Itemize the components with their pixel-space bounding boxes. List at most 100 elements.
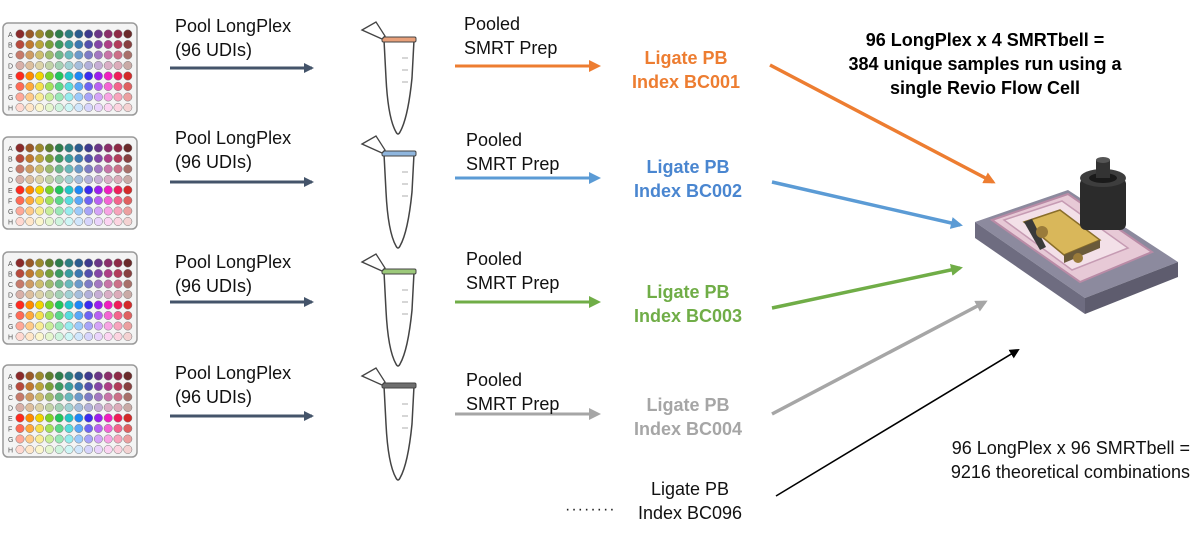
- plate-well: [15, 143, 25, 153]
- plate-row-label: E: [8, 303, 13, 310]
- plate-well: [44, 290, 54, 299]
- plate-well: [123, 29, 133, 39]
- plate-well: [93, 403, 103, 412]
- plate-well: [113, 434, 123, 444]
- prep-label-line2: SMRT Prep: [466, 273, 560, 293]
- plate-well: [113, 103, 123, 112]
- plate-well: [123, 71, 133, 81]
- plate-well: [113, 92, 123, 102]
- prep-label-line1: Pooled: [464, 14, 521, 34]
- plate-well: [15, 403, 25, 412]
- plate-well: [123, 424, 133, 433]
- plate-well: [25, 392, 35, 402]
- plate-well: [44, 371, 54, 381]
- plate-well: [15, 290, 25, 299]
- plate-row-label: H: [8, 448, 13, 455]
- plate-well: [93, 424, 103, 433]
- plate-well: [103, 371, 113, 381]
- plate-row-label: C: [8, 53, 13, 60]
- plate-well: [74, 413, 84, 423]
- plate-well: [35, 50, 45, 60]
- plate-well: [84, 185, 94, 195]
- plate-well: [64, 61, 74, 70]
- plate-well: [123, 175, 133, 184]
- plate-well: [123, 206, 133, 216]
- pool-label-4: Pool LongPlex (96 UDIs): [175, 361, 291, 409]
- plate-well: [84, 321, 94, 331]
- summary-line3: single Revio Flow Cell: [889, 78, 1081, 98]
- plate-well: [74, 445, 84, 454]
- plate-well: [54, 196, 64, 205]
- plate-well: [113, 258, 123, 268]
- plate-well: [74, 217, 84, 226]
- plate-well: [84, 445, 94, 454]
- plate-well: [15, 29, 25, 39]
- plate-well: [25, 143, 35, 153]
- plate-well: [113, 40, 123, 49]
- plate-well: [74, 61, 84, 70]
- plate-row-label: H: [8, 106, 13, 113]
- prep-label-line2: SMRT Prep: [466, 154, 560, 174]
- plate-well: [113, 206, 123, 216]
- plate-well: [54, 332, 64, 341]
- plate-well: [35, 143, 45, 153]
- prep-label-1: Pooled SMRT Prep: [464, 12, 557, 60]
- plate-well: [84, 164, 94, 174]
- plate-well: [64, 50, 74, 60]
- plate-well: [15, 321, 25, 331]
- plate-well: [123, 82, 133, 91]
- ligate-label-line2: Index BC003: [633, 306, 743, 326]
- plate-well: [44, 185, 54, 195]
- ligate-label-3: Ligate PB Index BC003: [618, 280, 758, 328]
- plate-well: [25, 103, 35, 112]
- plate-well: [35, 217, 45, 226]
- plate-well: [93, 279, 103, 289]
- plate-well: [25, 279, 35, 289]
- plate-well: [35, 196, 45, 205]
- plate-well: [64, 321, 74, 331]
- plate-well: [113, 332, 123, 341]
- plate-well: [54, 413, 64, 423]
- plate-well: [15, 258, 25, 268]
- ligate-label-line2: Index BC001: [631, 72, 741, 92]
- plate-well: [123, 413, 133, 423]
- pool-label-line1: Pool LongPlex: [175, 252, 292, 272]
- plate-well: [74, 164, 84, 174]
- plate-well: [44, 103, 54, 112]
- plate-well: [103, 206, 113, 216]
- plate-well: [93, 196, 103, 205]
- plate-well: [123, 434, 133, 444]
- plate-well: [54, 103, 64, 112]
- plate-well: [54, 321, 64, 331]
- tube-rim: [381, 36, 417, 43]
- plate-well: [103, 29, 113, 39]
- plate-well: [93, 258, 103, 268]
- plate-well: [44, 424, 54, 433]
- plate-well: [35, 279, 45, 289]
- plate-well: [44, 40, 54, 49]
- plate-well: [25, 424, 35, 433]
- ligate-label-bc096: Ligate PB Index BC096: [620, 477, 760, 525]
- plate-well: [74, 92, 84, 102]
- plate-well: [74, 196, 84, 205]
- plate-well: [35, 71, 45, 81]
- plate-well: [93, 71, 103, 81]
- plate-well: [25, 403, 35, 412]
- plate-well: [103, 71, 113, 81]
- plate-well: [25, 434, 35, 444]
- plate-well: [64, 290, 74, 299]
- plate-row-label: A: [8, 146, 13, 153]
- plate-well: [25, 300, 35, 310]
- ligate-label-line2: Index BC096: [637, 503, 743, 523]
- plate-well: [64, 185, 74, 195]
- plate-well: [93, 300, 103, 310]
- plate-well: [84, 71, 94, 81]
- plate-well: [44, 392, 54, 402]
- plate-well: [84, 61, 94, 70]
- tube-body: [383, 39, 415, 135]
- plate-well: [74, 371, 84, 381]
- pool-label-line1: Pool LongPlex: [175, 16, 292, 36]
- plate-well: [15, 82, 25, 91]
- plate-well: [74, 71, 84, 81]
- plate-well: [54, 82, 64, 91]
